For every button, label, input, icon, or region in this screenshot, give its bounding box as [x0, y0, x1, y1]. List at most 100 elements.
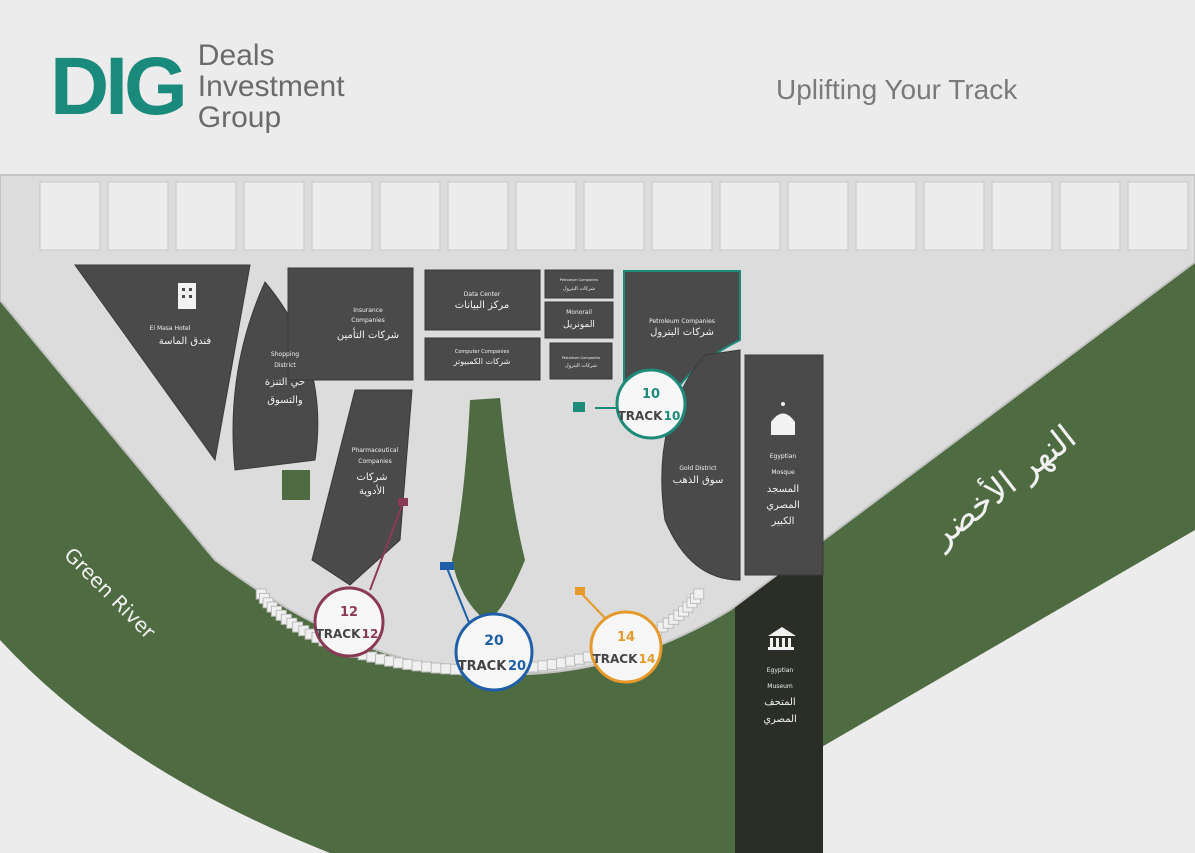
- city-block: [379, 181, 441, 251]
- petroleum-small-label-ar: شركات البترول: [563, 286, 595, 292]
- shopping-label-ar: حي التنزة: [265, 377, 305, 388]
- museum-icon: [768, 627, 796, 650]
- svg-text:14: 14: [639, 652, 656, 666]
- insurance-label-en2: Companies: [351, 317, 384, 324]
- logo-text: Deals Investment Group: [197, 39, 345, 134]
- mosque-label-en2: Mosque: [771, 469, 795, 476]
- city-block: [515, 181, 577, 251]
- svg-text:20: 20: [508, 659, 526, 674]
- residential-plot: [546, 658, 558, 670]
- residential-plot: [421, 661, 433, 673]
- track14-badge[interactable]: 14 TRACK 14: [589, 610, 663, 684]
- museum-strip: [735, 560, 823, 853]
- svg-text:TRACK: TRACK: [316, 627, 362, 641]
- city-block: [583, 181, 645, 251]
- track14-plot: [575, 587, 585, 595]
- hotel-label-ar: فندق الماسة: [159, 336, 212, 347]
- city-block: [447, 181, 509, 251]
- computer-label-en: Computer Companies: [455, 349, 510, 355]
- svg-text:TRACK: TRACK: [618, 409, 664, 423]
- hotel-icon: [178, 283, 196, 309]
- track12-plot: [398, 498, 408, 506]
- zone-mosque: [744, 354, 824, 576]
- svg-text:12: 12: [362, 627, 379, 641]
- city-block: [1127, 181, 1189, 251]
- pharma-label-en: Pharmaceutical: [352, 447, 399, 454]
- zone-monorail: [544, 301, 614, 339]
- museum-label-en: Egyptian: [767, 667, 794, 674]
- mosque-icon: [771, 402, 795, 435]
- central-lake: [452, 398, 525, 620]
- city-block: [719, 181, 781, 251]
- mosque-label-en: Egyptian: [770, 453, 797, 460]
- museum-label-en2: Museum: [767, 683, 793, 690]
- svg-text:12: 12: [340, 605, 358, 620]
- residential-plot: [411, 660, 423, 672]
- svg-text:14: 14: [617, 630, 635, 645]
- zone-computer: [424, 337, 541, 381]
- svg-text:TRACK: TRACK: [593, 652, 639, 666]
- petroleum-small2-label-en: Petroleum Companies: [562, 356, 601, 360]
- city-block: [1059, 181, 1121, 251]
- city-block: [991, 181, 1053, 251]
- city-block: [39, 181, 101, 251]
- green-river: [0, 262, 1195, 853]
- residential-plot: [537, 660, 549, 672]
- zone-petroleum-small-2: [549, 342, 613, 380]
- dig-logo: DIG Deals Investment Group: [50, 40, 345, 133]
- svg-text:20: 20: [484, 633, 504, 649]
- mosque-label-ar3: الكبير: [771, 516, 795, 527]
- computer-label-ar: شركات الكمبيوتر: [453, 357, 511, 366]
- logo-mark: DIG: [50, 40, 188, 132]
- zone-pharma: [311, 389, 413, 586]
- svg-text:10: 10: [642, 387, 660, 402]
- city-block: [651, 181, 713, 251]
- residential-plot: [402, 658, 414, 670]
- city-block: [923, 181, 985, 251]
- residential-plot: [693, 588, 705, 600]
- city-block: [855, 181, 917, 251]
- residential-plot: [440, 663, 452, 675]
- data-center-label-en: Data Center: [464, 291, 501, 298]
- hotel-label-en: El Masa Hotel: [150, 325, 191, 332]
- zone-insurance: [287, 267, 414, 381]
- residential-plot: [383, 655, 395, 667]
- museum-label-ar: المتحف: [764, 697, 795, 708]
- zone-data-center: [424, 269, 541, 331]
- city-block: [787, 181, 849, 251]
- mosque-label-ar2: المصري: [766, 500, 800, 511]
- petroleum-label-ar: شركات البترول: [650, 327, 714, 338]
- top-blocks: [39, 181, 1189, 251]
- petroleum-small2-label-ar: شركات البترول: [565, 363, 597, 369]
- pharma-label-ar: شركات: [356, 472, 387, 483]
- residential-plot: [555, 657, 567, 669]
- city-block: [175, 181, 237, 251]
- track14-connector: [579, 591, 606, 619]
- insurance-label-ar: شركات التأمين: [337, 327, 399, 341]
- shopping-label-ar2: والتسوق: [267, 395, 303, 406]
- zone-hotel: [74, 264, 251, 462]
- monorail-label-en: Monorail: [566, 309, 592, 316]
- gold-label-ar: سوق الذهب: [673, 475, 724, 486]
- svg-text:10: 10: [664, 409, 681, 423]
- track20-plot: [440, 562, 454, 570]
- city-block: [243, 181, 305, 251]
- track10-plot: [573, 402, 585, 412]
- track12-badge[interactable]: 12 TRACK 12: [313, 586, 385, 658]
- monorail-label-ar: المونريل: [563, 320, 595, 330]
- track10-badge[interactable]: 10 TRACK 10: [615, 368, 687, 440]
- insurance-label-en: Insurance: [353, 307, 383, 314]
- city-block: [107, 181, 169, 251]
- city-block: [311, 181, 373, 251]
- park: [282, 470, 310, 500]
- residential-plot: [393, 657, 405, 669]
- residential-plot: [430, 662, 442, 674]
- mosque-label-ar: المسجد: [767, 484, 799, 495]
- track20-badge[interactable]: 20 TRACK 20: [454, 612, 534, 692]
- track20-connector: [446, 567, 471, 626]
- museum-label-ar2: المصري: [763, 714, 797, 725]
- pharma-label-en2: Companies: [358, 458, 391, 465]
- petroleum-label-en: Petroleum Companies: [649, 318, 715, 325]
